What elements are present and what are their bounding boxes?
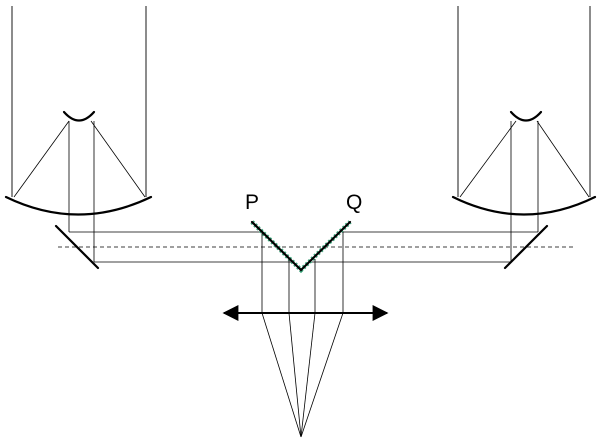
right-telescope	[451, 6, 597, 270]
left-fold-mirror	[54, 224, 100, 270]
converging-rays	[261, 312, 344, 438]
right-ray-outer-right	[536, 120, 590, 198]
left-primary-mirror	[4, 195, 153, 216]
right-fold-mirror	[503, 224, 549, 270]
left-ray-outer-right	[90, 120, 146, 198]
v-mirror-surface	[250, 220, 352, 272]
beam-paths	[58, 231, 575, 263]
left-ray-outer-left	[13, 120, 70, 198]
v-mirror-coating	[250, 220, 352, 274]
v-combiner-mirror	[250, 220, 352, 274]
label-q: Q	[346, 191, 362, 214]
right-ray-outer-left	[459, 120, 517, 198]
focus-ray-1	[261, 312, 302, 438]
focus-ray-4	[300, 312, 344, 438]
focus-ray-2	[288, 312, 302, 438]
combined-beams	[261, 232, 344, 313]
label-p: P	[245, 191, 259, 214]
right-primary-mirror	[451, 195, 597, 216]
focus-ray-3	[300, 312, 316, 438]
left-secondary-mirror	[62, 110, 96, 122]
left-telescope	[4, 6, 153, 270]
right-secondary-mirror	[509, 110, 543, 122]
